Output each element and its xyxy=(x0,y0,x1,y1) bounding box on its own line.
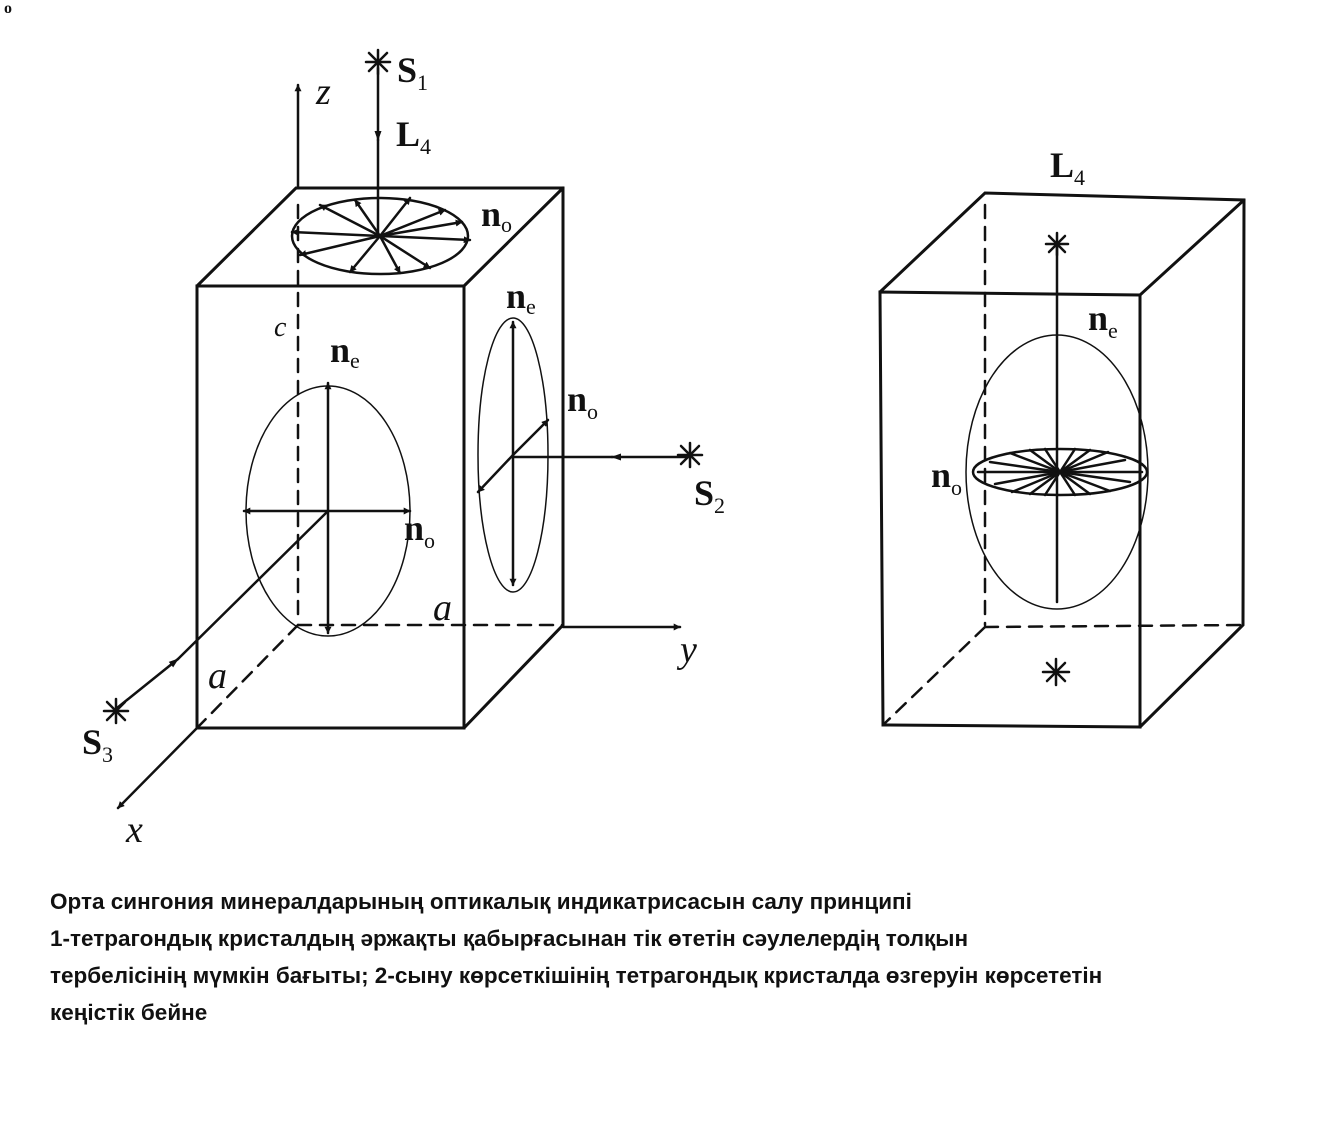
tetragonal-crystal-figure-1 xyxy=(102,48,704,810)
side-ne-label: ne xyxy=(506,276,536,319)
side-no-arrow xyxy=(511,418,550,457)
crystal-hidden-edges-2 xyxy=(881,203,1245,727)
corner-mark: o xyxy=(4,0,12,17)
fig2-no-label: no xyxy=(931,455,962,500)
x-axis-label: x xyxy=(125,809,143,851)
side-section-ellipse xyxy=(477,317,549,593)
figure-caption: Орта сингония минералдарының оптикалық и… xyxy=(50,883,1320,1031)
crystal-box-edges-2 xyxy=(878,191,1246,729)
caption-line-1: Орта сингония минералдарының оптикалық и… xyxy=(50,889,912,914)
s3-label: S3 xyxy=(82,722,113,767)
front-ne-label: ne xyxy=(330,330,360,373)
equatorial-section-ellipse xyxy=(971,447,1149,497)
caption-line-2: 1-тетрагондық кристалдың әржақты қабырға… xyxy=(50,926,969,951)
front-no-label: no xyxy=(404,508,435,553)
ray-s3 xyxy=(115,657,180,710)
s1-label: S1 xyxy=(397,50,428,95)
edge-c-label: c xyxy=(274,312,287,343)
edge-a-side-label: a xyxy=(208,655,227,697)
optical-indicatrix-figure: z y x c a a S1 L4 no ne no ne no S2 S3 xyxy=(82,48,1246,851)
caption-line-3: тербелісінің мүмкін бағыты; 2-сыну көрсе… xyxy=(50,963,1103,988)
fig2-ne-label: ne xyxy=(1088,298,1118,343)
y-axis-label: y xyxy=(676,629,697,671)
caption-line-4: кеңістік бейне xyxy=(50,1000,208,1025)
x-axis xyxy=(116,726,199,810)
crystal-box-edges xyxy=(195,186,565,730)
bottom-star-icon xyxy=(1041,657,1071,687)
equatorial-rays xyxy=(976,447,1144,497)
side-no-label: no xyxy=(567,379,598,424)
tetragonal-crystal-figure-2 xyxy=(878,191,1246,729)
s2-label: S2 xyxy=(694,473,725,518)
top-no-label: no xyxy=(481,194,512,237)
l4-label-fig2: L4 xyxy=(1050,145,1085,190)
z-axis-label: z xyxy=(315,71,331,113)
edge-a-bottom-label: a xyxy=(433,587,452,629)
star-s2-icon xyxy=(676,441,704,469)
star-s1-icon xyxy=(364,48,392,76)
top-section-rays xyxy=(290,196,472,275)
l4-label-fig1: L4 xyxy=(396,114,431,159)
crystal-hidden-edges xyxy=(195,203,565,730)
top-star-icon xyxy=(1044,231,1070,257)
top-section-ellipse xyxy=(290,196,470,276)
star-s3-icon xyxy=(102,697,130,725)
